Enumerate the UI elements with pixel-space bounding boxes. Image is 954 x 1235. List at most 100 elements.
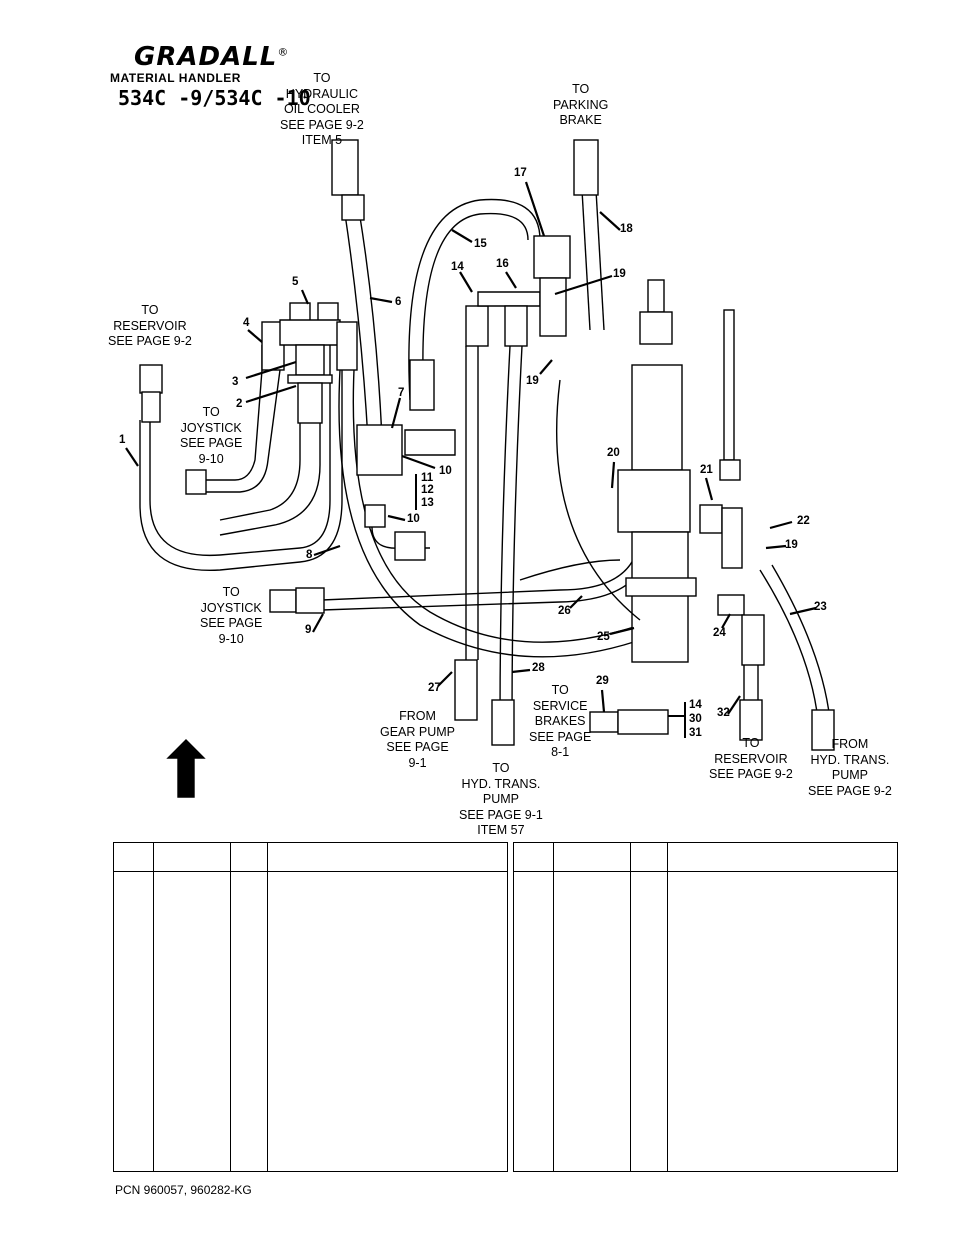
table-column-divider xyxy=(630,843,631,1171)
note-line: HYD. TRANS. xyxy=(810,752,890,767)
note-to-reservoir-left: TO RESERVOIR SEE PAGE 9-2 xyxy=(108,303,192,350)
fitting-9-sleeve xyxy=(295,587,325,614)
leader-arrows xyxy=(125,181,817,715)
fitting-14 xyxy=(465,305,489,347)
item-number: 7 xyxy=(398,387,405,399)
model-numbers: 534C -9/534C -10 xyxy=(118,86,311,110)
fitting-21 xyxy=(699,504,723,534)
note-line: SEE PAGE 9-2 xyxy=(709,767,793,781)
fitting-29b xyxy=(617,709,669,735)
hose-23 xyxy=(759,569,819,721)
note-line: HYDRAULIC xyxy=(285,86,359,101)
note-to-parking-brake: TO PARKING BRAKE xyxy=(553,82,608,129)
item-number: 32 xyxy=(717,707,730,719)
table-column-divider xyxy=(153,843,154,1171)
note-from-gear-pump: FROM GEAR PUMP SEE PAGE 9-1 xyxy=(380,709,455,771)
pcn-footer: PCN 960057, 960282-KG xyxy=(115,1183,252,1197)
hose-28 xyxy=(499,345,511,721)
note-line: TO xyxy=(492,761,510,775)
fitting-32 xyxy=(741,614,765,666)
note-to-hyd-trans-pump: TO HYD. TRANS. PUMP SEE PAGE 9-1 ITEM 57 xyxy=(459,761,543,839)
fitting-16 xyxy=(504,305,528,347)
item-number: 6 xyxy=(395,296,402,308)
valve-top-cap xyxy=(647,279,665,313)
note-line: RESERVOIR xyxy=(714,751,788,766)
item-number: 22 xyxy=(797,515,810,527)
item-number: 11 xyxy=(421,472,434,484)
fitting-6-sleeve xyxy=(341,194,365,221)
tee-14-16 xyxy=(477,291,541,307)
note-line: SEE PAGE xyxy=(180,436,243,450)
fitting-28 xyxy=(491,699,515,746)
item-number: 14 xyxy=(451,261,464,273)
hose-26 xyxy=(519,559,621,581)
valve-clamp xyxy=(625,577,697,597)
item-number: 19 xyxy=(785,539,798,551)
hose-28b xyxy=(511,345,523,721)
fitting-2 xyxy=(297,382,323,424)
table-header-rule xyxy=(114,871,507,872)
fitting-24 xyxy=(717,594,745,616)
valve-stem xyxy=(639,311,673,345)
hose-2 xyxy=(219,423,301,521)
note-line: SEE PAGE 9-2 xyxy=(280,117,364,132)
hose-15b xyxy=(422,212,529,401)
plate-2 xyxy=(287,374,333,384)
table-column-divider xyxy=(230,843,231,1171)
valve-17-body xyxy=(539,277,567,337)
fitting-5-right xyxy=(317,302,339,322)
note-line: TO xyxy=(202,405,220,419)
valve-bellows xyxy=(631,364,683,471)
note-line: TO xyxy=(551,683,569,697)
note-line: RESERVOIR xyxy=(113,318,187,333)
item-number: 19 xyxy=(613,268,626,280)
fitting-5-top xyxy=(289,302,311,322)
note-line: HYD. TRANS. xyxy=(461,776,541,791)
note-line: PUMP xyxy=(482,792,519,806)
note-line: SEE PAGE xyxy=(529,729,592,744)
note-line: TO xyxy=(141,303,159,317)
parts-table-left xyxy=(113,842,508,1172)
fitting-27 xyxy=(454,659,478,721)
note-line: BRAKE xyxy=(559,113,602,127)
note-line: 9-1 xyxy=(408,755,427,770)
note-to-reservoir-right: TO RESERVOIR SEE PAGE 9-2 xyxy=(709,736,793,783)
hose-2b xyxy=(219,423,321,536)
hose-18 xyxy=(581,189,591,331)
brand-name: GRADALL xyxy=(134,42,278,72)
fitting-10-sleeve xyxy=(394,531,426,561)
item-number: 14 xyxy=(689,699,702,711)
fitting-1-sleeve xyxy=(141,391,161,423)
item-number: 9 xyxy=(305,624,312,636)
fitting-6-top xyxy=(331,139,359,196)
item-number: 8 xyxy=(306,549,313,561)
item-number: 27 xyxy=(428,682,441,694)
valve-body-20 xyxy=(617,469,691,533)
fitting-10 xyxy=(364,504,386,528)
note-line: 8-1 xyxy=(551,745,570,759)
item-number: 13 xyxy=(421,497,434,509)
note-to-joystick-upper: TO JOYSTICK SEE PAGE 9-10 xyxy=(180,405,242,467)
note-to-service-brakes: TO SERVICE BRAKES SEE PAGE 8-1 xyxy=(529,683,591,761)
note-line: JOYSTICK xyxy=(180,420,242,435)
table-column-divider xyxy=(553,843,554,1171)
fitting-18-top xyxy=(573,139,599,196)
dipstick xyxy=(723,309,735,461)
note-line: FROM xyxy=(831,737,869,751)
item-number: 10 xyxy=(407,513,420,525)
note-line: TO xyxy=(313,71,331,85)
item-number: 17 xyxy=(514,167,527,179)
note-line: PUMP xyxy=(831,768,868,782)
brand-logo: GRADALL® xyxy=(134,42,289,72)
note-line: FROM xyxy=(399,709,436,723)
item-number: 2 xyxy=(236,398,243,410)
registered-mark: ® xyxy=(277,45,290,59)
note-line: JOYSTICK xyxy=(200,600,262,615)
fitting-32-end xyxy=(739,699,763,741)
note-line: TO xyxy=(742,736,760,750)
hose-18b xyxy=(595,189,605,331)
note-line: SERVICE xyxy=(532,698,588,713)
parts-table-right xyxy=(513,842,898,1172)
fitting-joystick-upper xyxy=(185,469,207,495)
